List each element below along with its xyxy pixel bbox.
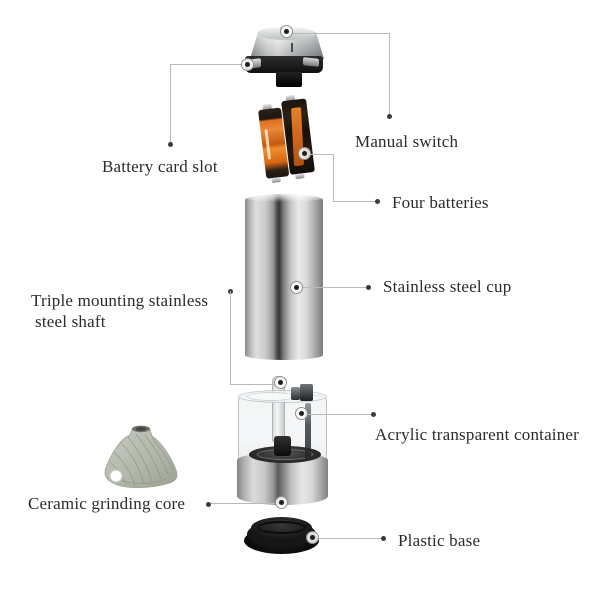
battery-label-stripe: [264, 129, 272, 160]
core-swirl-grooves: [109, 433, 174, 487]
callout-line-four-batteries: [333, 154, 334, 202]
battery-terminal: [295, 173, 305, 180]
callout-marker-battery-card-slot: [241, 58, 254, 71]
callout-line-steel-cup: [303, 287, 367, 288]
inner-drive-rod: [305, 403, 311, 459]
callout-marker-steel-cup: [290, 281, 303, 294]
battery-pack: [256, 94, 317, 184]
callout-dot-ceramic-core: [206, 502, 211, 507]
callout-line-plastic-base: [319, 538, 381, 539]
callout-marker-ceramic-core: [275, 496, 288, 509]
cap-seam-slot: [291, 43, 293, 52]
label-triple-shaft-line1: Triple mounting stainless: [31, 291, 209, 310]
callout-line-acrylic-container: [308, 414, 373, 415]
shaft-coupling-nut: [274, 436, 291, 456]
callout-marker-manual-switch: [280, 25, 293, 38]
label-triple-shaft-line2: steel shaft: [35, 312, 106, 331]
callout-line-battery-card-slot: [170, 64, 171, 145]
callout-marker-four-batteries: [298, 147, 311, 160]
drive-gear-large: [300, 384, 313, 401]
label-manual-switch: Manual switch: [355, 132, 459, 151]
label-battery-card-slot: Battery card slot: [102, 157, 218, 176]
callout-dot-battery-card-slot: [168, 142, 173, 147]
callout-line-triple-shaft: [230, 384, 275, 385]
label-stainless-steel-cup: Stainless steel cup: [383, 277, 512, 296]
callout-line-ceramic-core: [211, 503, 277, 504]
callout-line-four-batteries: [333, 201, 375, 202]
label-four-batteries: Four batteries: [392, 193, 489, 212]
drive-gear-small: [291, 387, 300, 400]
callout-dot-four-batteries: [375, 199, 380, 204]
plastic-base-ridge: [257, 521, 306, 534]
core-side-hole: [109, 469, 123, 483]
callout-line-four-batteries: [310, 154, 333, 155]
battery-terminal: [271, 177, 281, 184]
ceramic-grinding-core-illustration: [104, 425, 178, 489]
callout-dot-steel-cup: [366, 285, 371, 290]
callout-dot-acrylic-container: [371, 412, 376, 417]
stainless-steel-cup-body: [245, 194, 323, 360]
callout-line-battery-card-slot: [170, 64, 248, 65]
stainless-steel-cup-rim: [246, 194, 322, 202]
cap-motor-stem: [276, 72, 302, 87]
callout-line-manual-switch: [287, 33, 390, 34]
label-ceramic-core: Ceramic grinding core: [28, 494, 186, 513]
label-triple-shaft: Triple mounting stainless steel shaft: [31, 290, 208, 332]
container-rim-opening: [247, 392, 295, 401]
callout-line-triple-shaft: [230, 291, 231, 384]
callout-dot-manual-switch: [387, 114, 392, 119]
callout-marker-plastic-base: [306, 531, 319, 544]
callout-marker-triple-shaft: [274, 376, 287, 389]
callout-dot-plastic-base: [381, 536, 386, 541]
label-plastic-base: Plastic base: [398, 531, 481, 550]
cap-battery-contact-right: [303, 57, 319, 67]
callout-marker-acrylic-container: [295, 407, 308, 420]
core-center-hole-inner: [135, 427, 147, 431]
label-acrylic-container: Acrylic transparent container: [375, 425, 580, 444]
callout-line-manual-switch: [389, 33, 390, 117]
